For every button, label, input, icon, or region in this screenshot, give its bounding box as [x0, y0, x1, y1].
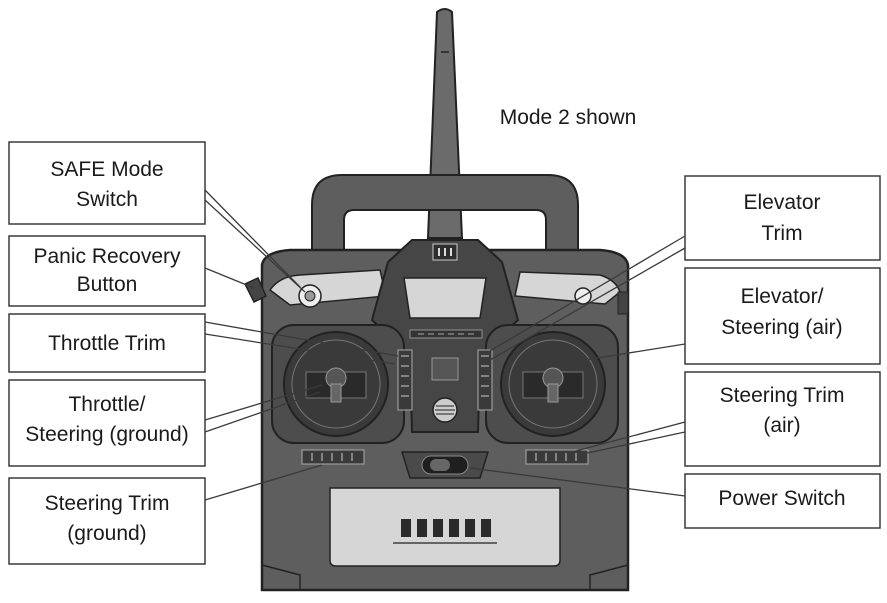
throttle-trim-part: [397, 349, 413, 411]
callout-elevator-trim: Elevator Trim: [684, 175, 881, 261]
right-stick: [500, 331, 606, 437]
elevator-trim-line1: Elevator: [743, 191, 820, 214]
elevator-trim-part: [477, 349, 493, 411]
callout-elevator-steering-air: Elevator/ Steering (air): [684, 267, 881, 365]
callout-panic-recovery-button: Panic Recovery Button: [8, 235, 206, 307]
safe-mode-switch-part: [298, 284, 322, 308]
throttle-steering-line2: Steering (ground): [25, 423, 188, 446]
panic-recovery-line1: Panic Recovery: [33, 245, 181, 268]
indicator-strip: [409, 329, 483, 339]
lcd-screen: [403, 277, 487, 319]
callout-throttle-trim: Throttle Trim: [8, 313, 206, 373]
steering-trim-ground-part: [301, 449, 365, 465]
steering-trim-air-line1: Steering Trim: [720, 384, 845, 407]
panic-recovery-button-part: [243, 277, 267, 304]
elevator-steering-line2: Steering (air): [721, 316, 842, 339]
callout-throttle-steering-ground: Throttle/ Steering (ground): [8, 379, 206, 467]
power-switch-part: [400, 451, 490, 479]
button-block: [431, 357, 459, 381]
left-stick: [283, 331, 389, 437]
elevator-trim-line2: Trim: [761, 222, 802, 245]
callout-steering-trim-air: Steering Trim (air): [684, 371, 881, 467]
right-top-panel: [514, 271, 621, 305]
callout-steering-trim-ground: Steering Trim (ground): [8, 477, 206, 565]
transmitter-illustration: [243, 8, 630, 592]
mode-caption: Mode 2 shown: [500, 106, 637, 129]
bottom-panel-vents: [401, 519, 491, 537]
throttle-steering-line1: Throttle/: [68, 393, 145, 416]
panic-recovery-line2: Button: [77, 273, 138, 296]
steering-trim-ground-line2: (ground): [67, 522, 146, 545]
steering-trim-air-line2: (air): [763, 414, 800, 437]
power-switch-line1: Power Switch: [718, 487, 845, 510]
throttle-trim-line1: Throttle Trim: [48, 332, 166, 355]
safe-mode-switch-line1: SAFE Mode: [50, 158, 163, 181]
callout-power-switch: Power Switch: [684, 473, 881, 529]
elevator-steering-line1: Elevator/: [741, 285, 824, 308]
bottom-panel: [329, 487, 561, 567]
leader-lines: [204, 189, 686, 501]
steering-trim-ground-line1: Steering Trim: [45, 492, 170, 515]
steering-trim-air-part: [525, 449, 589, 465]
callout-safe-mode-switch: SAFE Mode Switch: [8, 141, 206, 225]
safe-mode-switch-line2: Switch: [76, 188, 138, 211]
